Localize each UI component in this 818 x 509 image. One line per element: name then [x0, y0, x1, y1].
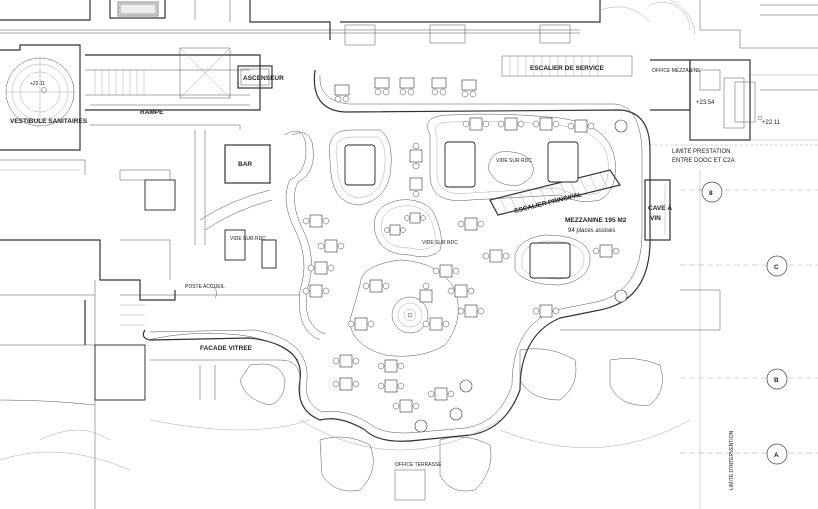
office-terrasse-label: OFFICE TERRASSE — [395, 462, 442, 468]
bar-label: BAR — [238, 161, 252, 168]
office-mezzanine-line1: OFFICE MEZZANINE — [652, 68, 701, 74]
limite-line1: LIMITE PRESTATION — [672, 149, 730, 155]
poste-accueil-label: POSTE ACCUEIL — [185, 284, 225, 290]
right-grid: 8 C B A LIMITE D'INTERVENTION — [680, 170, 818, 509]
tables-top-row — [334, 77, 477, 103]
vestibule-area: VESTIBULE SANITAIRES — [0, 44, 88, 175]
facade-label: FACADE VITREE — [200, 345, 253, 352]
void-label-b: VIDE SUR RDC — [496, 158, 532, 164]
limite-line2: ENTRE DOOC ET C2A — [672, 158, 735, 164]
lower-building: OFFICE TERRASSE — [0, 169, 691, 509]
cave-line2: VIN — [650, 215, 661, 222]
tables-right-ring — [432, 217, 628, 318]
level-left: +22.11 — [30, 81, 45, 87]
cave-a-vin: CAVE À VIN — [644, 179, 672, 241]
grid-marker-8 — [701, 181, 723, 203]
tables-upper-ring — [409, 117, 628, 198]
ascenseur: ASCENSEUR — [179, 47, 284, 99]
mezzanine-line2: 94 places assises — [568, 228, 615, 234]
escalier-principal-label: ESCALIER PRINCIPAL — [514, 191, 583, 215]
escalier-service: ESCALIER DE SERVICE — [501, 55, 633, 77]
tables-center-cluster — [347, 212, 459, 357]
grid-label-8: 8 — [709, 190, 713, 197]
level-marker-left: +22.11 — [30, 81, 47, 93]
grid-marker-a — [766, 443, 788, 465]
grid-label-c: C — [774, 264, 779, 271]
tables-left-ring — [302, 214, 345, 298]
void-label-c: VIDE SUR RDC — [422, 240, 458, 246]
mezzanine-line1: MEZZANINE 195 M2 — [565, 217, 627, 224]
grid-label-a: A — [774, 452, 779, 459]
limite-prestation: LIMITE PRESTATION ENTRE DOOC ET C2A — [650, 144, 818, 164]
bar-area: BAR VIDE SUR RDC — [144, 130, 277, 269]
limite-intervention-label: LIMITE D'INTERVENTION — [729, 430, 735, 490]
void-label-a: VIDE SUR RDC — [230, 236, 266, 242]
pillars — [344, 141, 579, 279]
grid-marker-c — [766, 255, 788, 277]
level-right-b: +22.11 — [762, 120, 781, 126]
mezzanine-contour — [142, 69, 651, 442]
rampe-corridor: RAMPE — [85, 54, 261, 130]
cave-line1: CAVE À — [648, 203, 672, 212]
level-right-a: +23.54 — [696, 100, 715, 106]
grid-marker-b — [766, 368, 788, 390]
facade-area: FACADE VITREE POSTE ACCUEIL — [120, 284, 300, 361]
top-building-edge — [0, 0, 818, 49]
grid-label-b: B — [774, 377, 779, 384]
mezzanine-title: MEZZANINE 195 M2 94 places assises — [565, 217, 627, 234]
rampe-label: RAMPE — [140, 109, 164, 116]
office-mezzanine: OFFICE MEZZANINE +23.54 +22.11 — [650, 59, 818, 141]
tables-lower-bay — [332, 354, 473, 433]
escalier-service-label: ESCALIER DE SERVICE — [530, 65, 605, 72]
ascenseur-label: ASCENSEUR — [243, 75, 284, 82]
vestibule-label-line1: VESTIBULE SANITAIRES — [10, 118, 88, 125]
